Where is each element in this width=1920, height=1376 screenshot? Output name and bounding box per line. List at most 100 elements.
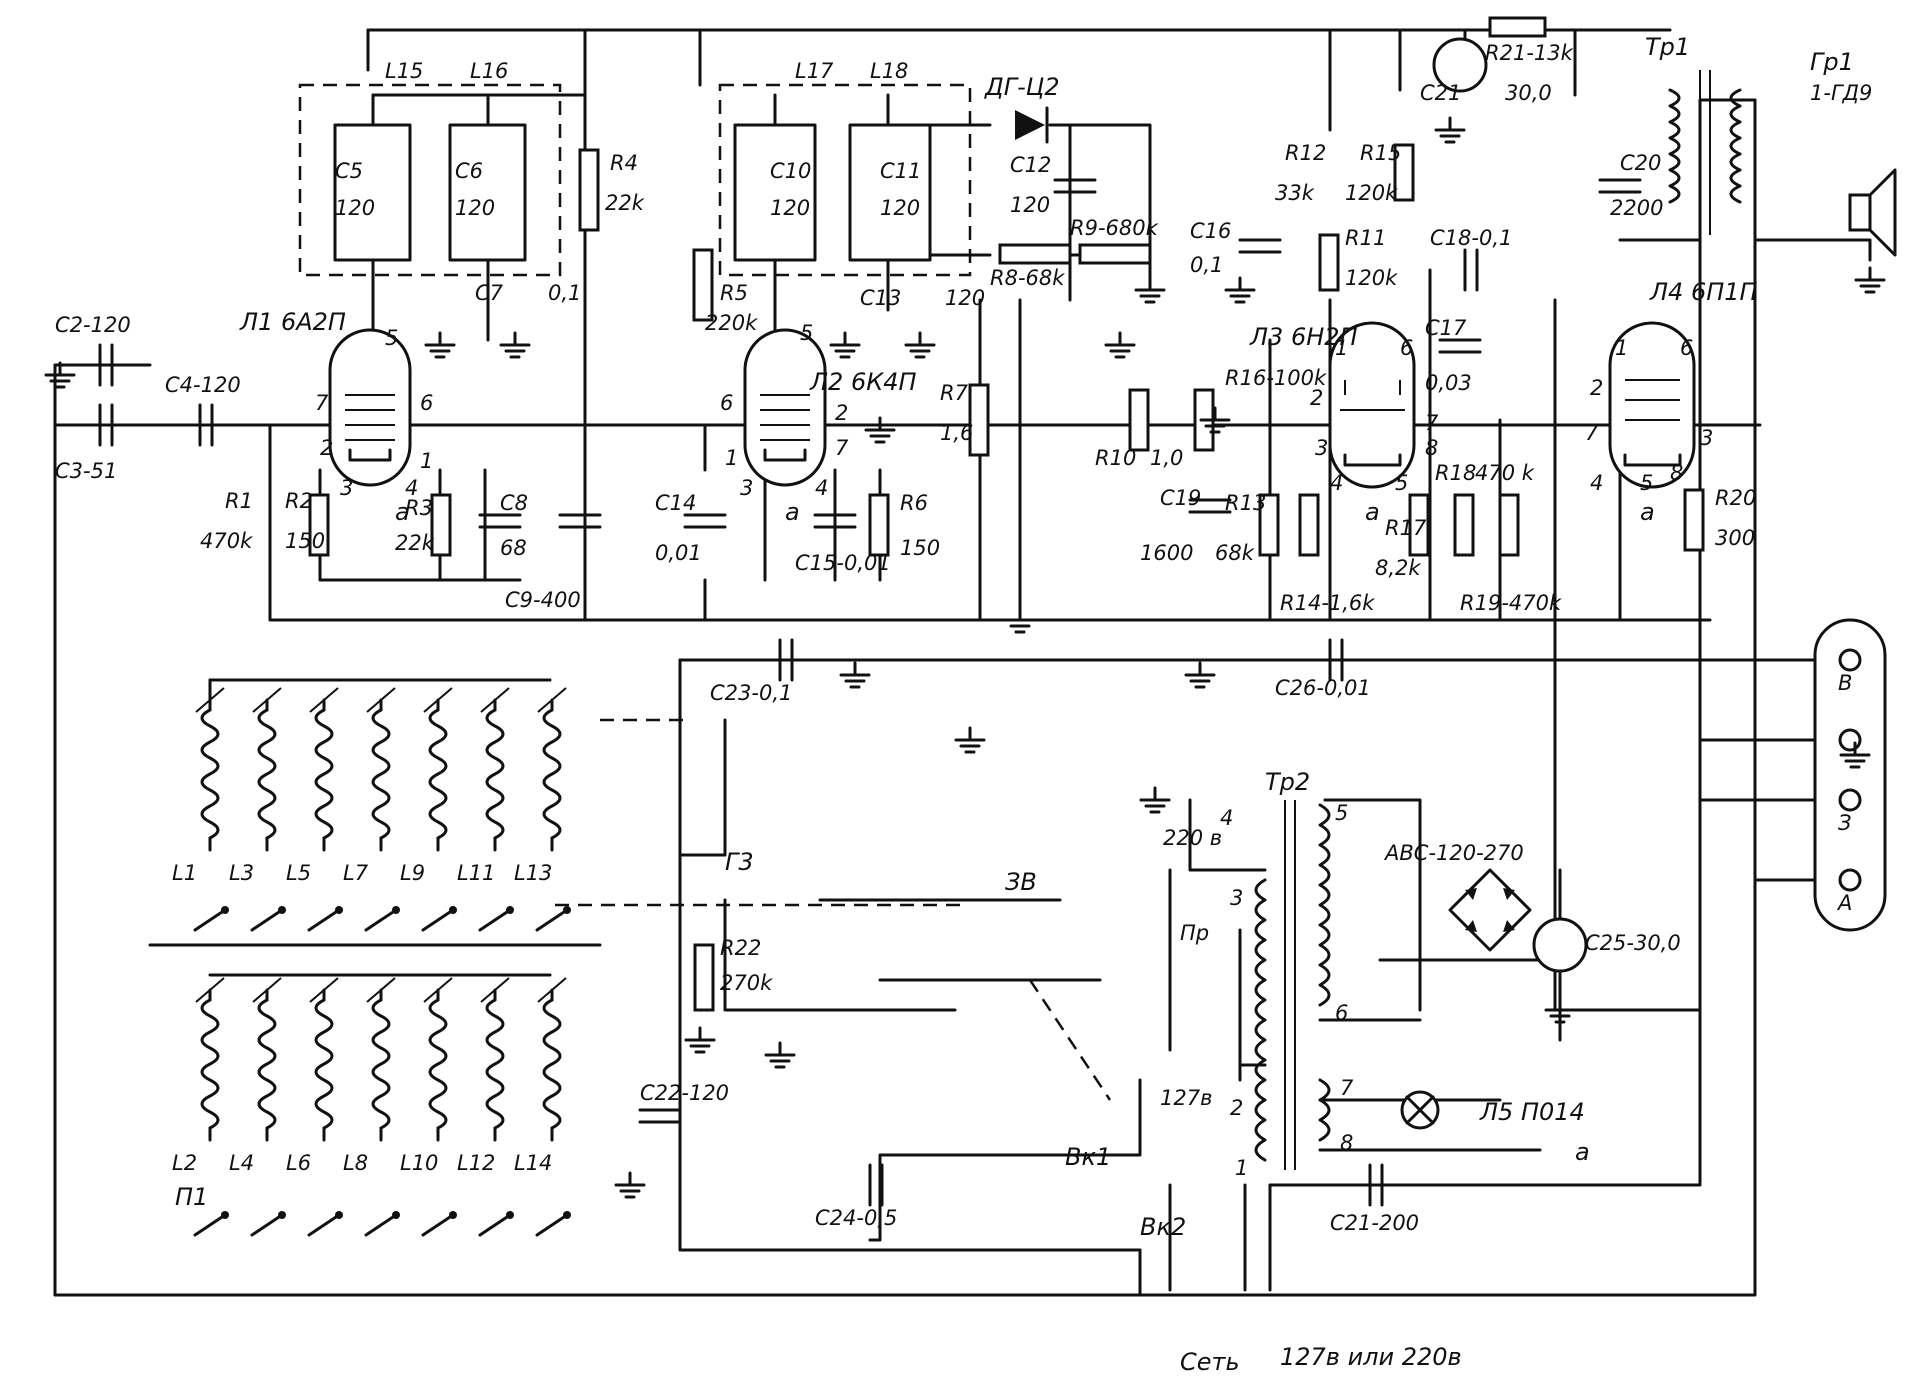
label-r2: R2 xyxy=(285,489,313,513)
coil-label: L4 xyxy=(229,1151,254,1175)
label-r4v: 22k xyxy=(605,191,645,215)
capacitor-c18 xyxy=(1463,248,1479,292)
ground-icon xyxy=(1184,661,1216,689)
label-pin-z: З xyxy=(1838,811,1851,835)
label-r2v: 150 xyxy=(285,529,325,553)
label-r10v: 1,0 xyxy=(1150,446,1183,470)
coil-label: L10 xyxy=(400,1151,438,1175)
coil-l6: L6 xyxy=(286,977,343,1237)
capacitor-c26 xyxy=(1328,638,1344,682)
label-r5: R5 xyxy=(720,281,748,305)
pin-label: 6 xyxy=(720,391,733,415)
label-w2: 2 xyxy=(1230,1096,1243,1120)
label-c26: C26-0,01 xyxy=(1275,676,1371,700)
label-pin-a: А xyxy=(1836,891,1852,915)
capacitor-c15 xyxy=(813,513,857,529)
label-c8: C8 xyxy=(500,491,528,515)
coil-l12: L12 xyxy=(457,977,514,1237)
ground-icon xyxy=(764,1041,796,1069)
label-tr2: Tp2 xyxy=(1265,768,1310,796)
labels: Л1 6А2П Л2 6К4П Л3 6Н2П Л4 6П1П Л5 П014 … xyxy=(55,33,1872,1376)
resistor-r14 xyxy=(1298,493,1320,557)
label-r17v: 8,2k xyxy=(1375,556,1421,580)
coil-label: L6 xyxy=(286,1151,311,1175)
resistor-r22 xyxy=(693,943,715,1012)
capacitor-c23 xyxy=(778,638,794,682)
label-w1: 1 xyxy=(1235,1156,1248,1180)
connector-socket xyxy=(1813,618,1887,932)
capacitor-c21b xyxy=(1368,1163,1384,1207)
resistor-r2 xyxy=(308,493,330,557)
coil-l2: L2 xyxy=(172,977,229,1237)
label-c2: C2-120 xyxy=(55,313,131,337)
label-l15: L15 xyxy=(385,59,423,83)
label-r22: R22 xyxy=(720,936,761,960)
resistor-r9 xyxy=(1078,243,1152,265)
label-c7v: 0,1 xyxy=(548,281,581,305)
capacitor-c17 xyxy=(1438,338,1482,354)
tube-l3 xyxy=(1328,321,1416,489)
label-pin-b: В xyxy=(1838,671,1852,695)
label-r18: R18 xyxy=(1435,461,1476,485)
pin-label: 5 xyxy=(1395,471,1408,495)
ground-icon xyxy=(1134,276,1166,304)
capacitor-c20 xyxy=(1598,178,1642,194)
label-l3-tube: Л3 6Н2П xyxy=(1249,323,1358,351)
capacitor-c12 xyxy=(1053,178,1097,194)
label-zv: ЗВ xyxy=(1005,868,1037,896)
ground-icon xyxy=(954,726,986,754)
pin-label: 7 xyxy=(835,436,849,460)
pin-label: 2 xyxy=(1310,386,1323,410)
label-p1: П1 xyxy=(175,1183,208,1211)
label-mains-voltage: 127в или 220в xyxy=(1280,1343,1462,1371)
label-w6: 6 xyxy=(1335,1001,1348,1025)
label-r5v: 220k xyxy=(705,311,758,335)
label-c11: C11 xyxy=(880,159,921,183)
ground-icon xyxy=(1434,116,1466,144)
label-l1-tube: Л1 6А2П xyxy=(239,308,346,336)
label-r3v: 22k xyxy=(395,531,435,555)
label-c14v: 0,01 xyxy=(655,541,702,565)
label-c22: C22-120 xyxy=(640,1081,729,1105)
label-r13v: 68k xyxy=(1215,541,1255,565)
resistor-r8 xyxy=(998,243,1072,265)
pin-label: 3 xyxy=(1315,436,1328,460)
label-r16: R16-100k xyxy=(1225,366,1327,390)
transformer-tr1 xyxy=(1668,70,1742,235)
label-c12: C12 xyxy=(1010,153,1051,177)
rectifier-avs xyxy=(1448,868,1532,952)
label-c19v: 1600 xyxy=(1140,541,1193,565)
label-r17: R17 xyxy=(1385,516,1427,540)
label-r11: R11 xyxy=(1345,226,1386,250)
label-avs: АВС-120-270 xyxy=(1383,841,1524,865)
shield-outlines xyxy=(298,83,1140,1252)
label-a-out: a xyxy=(1575,1138,1590,1166)
label-c3: C3-51 xyxy=(55,459,117,483)
pin-label: 4 xyxy=(1590,471,1603,495)
label-r12: R12 xyxy=(1285,141,1326,165)
label-w4: 4 xyxy=(1220,806,1233,830)
ground-icon xyxy=(829,331,861,359)
pin-label: 7 xyxy=(1425,411,1439,435)
label-w7: 7 xyxy=(1340,1076,1354,1100)
coil-l3: L3 xyxy=(229,687,286,932)
coil-l13: L13 xyxy=(514,687,571,932)
resistor-r5 xyxy=(692,248,714,322)
pin-label: 3 xyxy=(1700,426,1713,450)
pin-label: 8 xyxy=(1670,461,1683,485)
label-c5: C5 xyxy=(335,159,363,183)
ground-icon xyxy=(1544,996,1576,1024)
coil-l11: L11 xyxy=(457,687,514,932)
ground-symbols xyxy=(44,116,1886,1199)
label-c15: C15-0,01 xyxy=(795,551,891,575)
label-c7: C7 xyxy=(475,281,504,305)
label-c11v: 120 xyxy=(880,196,920,220)
capacitor-c22 xyxy=(638,1108,682,1124)
label-l4-tube: Л4 6П1П xyxy=(1649,278,1758,306)
ground-icon xyxy=(1224,276,1256,304)
capacitor-c21a xyxy=(1432,37,1488,93)
coil-l14: L14 xyxy=(514,977,571,1237)
coil-l5: L5 xyxy=(286,687,343,932)
resistors xyxy=(308,16,1705,1012)
label-c14: C14 xyxy=(655,491,696,515)
